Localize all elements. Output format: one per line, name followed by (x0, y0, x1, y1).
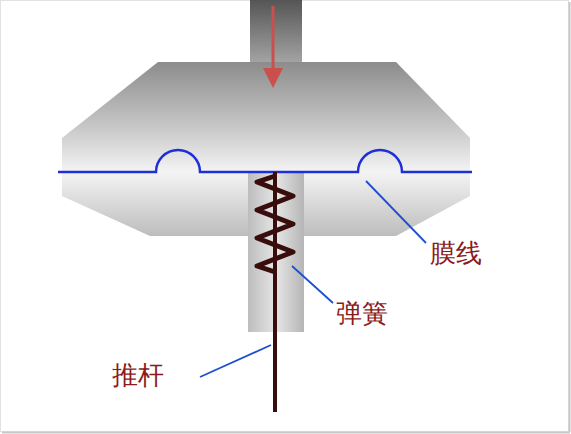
frame-shadow (2, 432, 570, 434)
force-arrow (272, 6, 275, 72)
part-label: 弹簧 (336, 298, 388, 329)
inlet-stem (250, 0, 302, 66)
part-label: 膜线 (430, 238, 482, 269)
spring-coil (257, 176, 293, 272)
spring (257, 176, 293, 272)
upper-housing (62, 62, 470, 172)
leader-line (200, 345, 271, 377)
force-arrowhead (263, 68, 283, 88)
diaphragm (58, 150, 472, 172)
part-label: 推杆 (112, 360, 164, 391)
push-rod (273, 172, 277, 412)
leader-line (292, 266, 333, 303)
frame-shadow (569, 2, 571, 432)
leader-line (366, 181, 426, 243)
